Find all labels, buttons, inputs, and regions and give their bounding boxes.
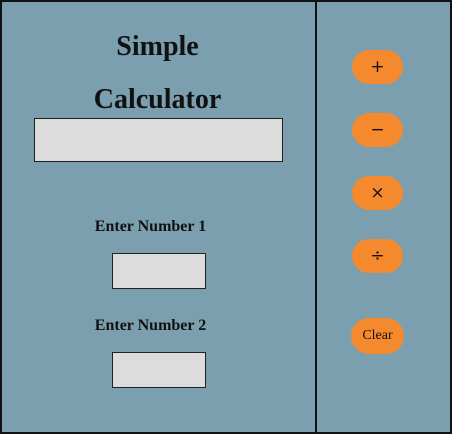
page-title: Simple Calculator xyxy=(2,20,313,126)
add-button[interactable]: + xyxy=(352,50,403,84)
subtract-button[interactable]: − xyxy=(352,113,403,147)
number2-input[interactable] xyxy=(112,352,206,388)
result-display[interactable] xyxy=(34,118,283,162)
number1-label: Enter Number 1 xyxy=(94,218,207,235)
number1-input[interactable] xyxy=(112,253,206,289)
panel-divider xyxy=(315,2,317,432)
multiply-button[interactable]: × xyxy=(352,176,403,210)
number2-label: Enter Number 2 xyxy=(94,317,207,334)
title-line-1: Simple xyxy=(116,31,199,62)
clear-button[interactable]: Clear xyxy=(351,318,404,354)
divide-button[interactable]: ÷ xyxy=(352,239,403,273)
title-line-2: Calculator xyxy=(93,84,222,115)
